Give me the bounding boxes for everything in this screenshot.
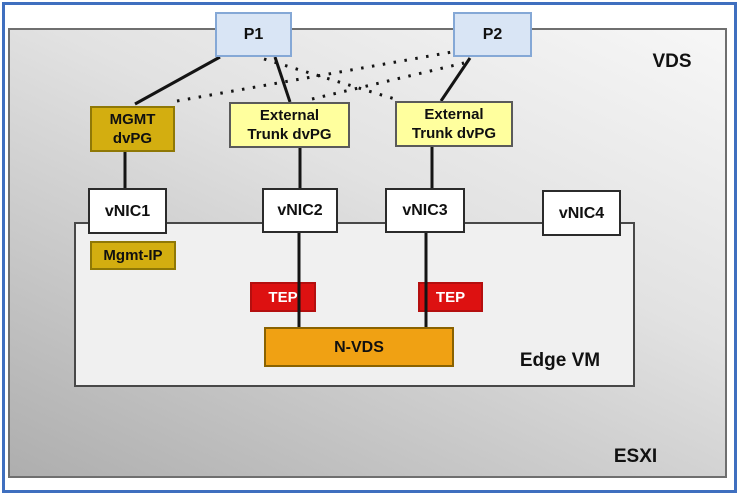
vnic2-label: vNIC2	[277, 202, 323, 219]
tep1-node: TEP	[250, 282, 316, 312]
edge-vm-zone-label: Edge VM	[519, 350, 601, 371]
uplink-p2-label: P2	[482, 26, 503, 43]
nvds-node: N-VDS	[264, 327, 454, 367]
external-trunk-dvpg-2-label-line1: External	[424, 106, 484, 123]
vnic3-label: vNIC3	[402, 202, 448, 219]
vnic4-label: vNIC4	[558, 204, 605, 222]
uplink-p2-node: P2	[453, 12, 532, 57]
external-trunk-dvpg-1-node: External Trunk dvPG	[229, 102, 350, 148]
vnic2-node: vNIC2	[262, 188, 338, 233]
tep2-label: TEP	[435, 288, 466, 306]
vnic1-label: vNIC1	[104, 202, 151, 220]
external-trunk-dvpg-2-label-line2: Trunk dvPG	[411, 125, 497, 142]
esxi-zone-label: ESXI	[613, 446, 658, 467]
external-trunk-dvpg-1-label-line1: External	[259, 107, 320, 124]
vds-zone-label: VDS	[652, 51, 692, 72]
vnic1-node: vNIC1	[88, 188, 167, 234]
vnic4-node: vNIC4	[542, 190, 621, 236]
vnic3-node: vNIC3	[385, 188, 465, 233]
tep1-label: TEP	[268, 288, 298, 306]
nvds-label: N-VDS	[334, 338, 384, 356]
external-trunk-dvpg-2-node: External Trunk dvPG	[395, 101, 513, 147]
external-trunk-dvpg-1-label-line2: Trunk dvPG	[247, 126, 332, 143]
uplink-p1-label: P1	[243, 26, 264, 43]
mgmt-ip-node: Mgmt-IP	[90, 241, 176, 270]
mgmt-ip-label: Mgmt-IP	[103, 247, 163, 264]
uplink-p1-node: P1	[215, 12, 292, 57]
tep2-node: TEP	[418, 282, 483, 312]
mgmt-dvpg-label-line1: MGMT	[109, 111, 156, 128]
mgmt-dvpg-node: MGMT dvPG	[90, 106, 175, 152]
mgmt-dvpg-label-line2: dvPG	[112, 130, 153, 147]
